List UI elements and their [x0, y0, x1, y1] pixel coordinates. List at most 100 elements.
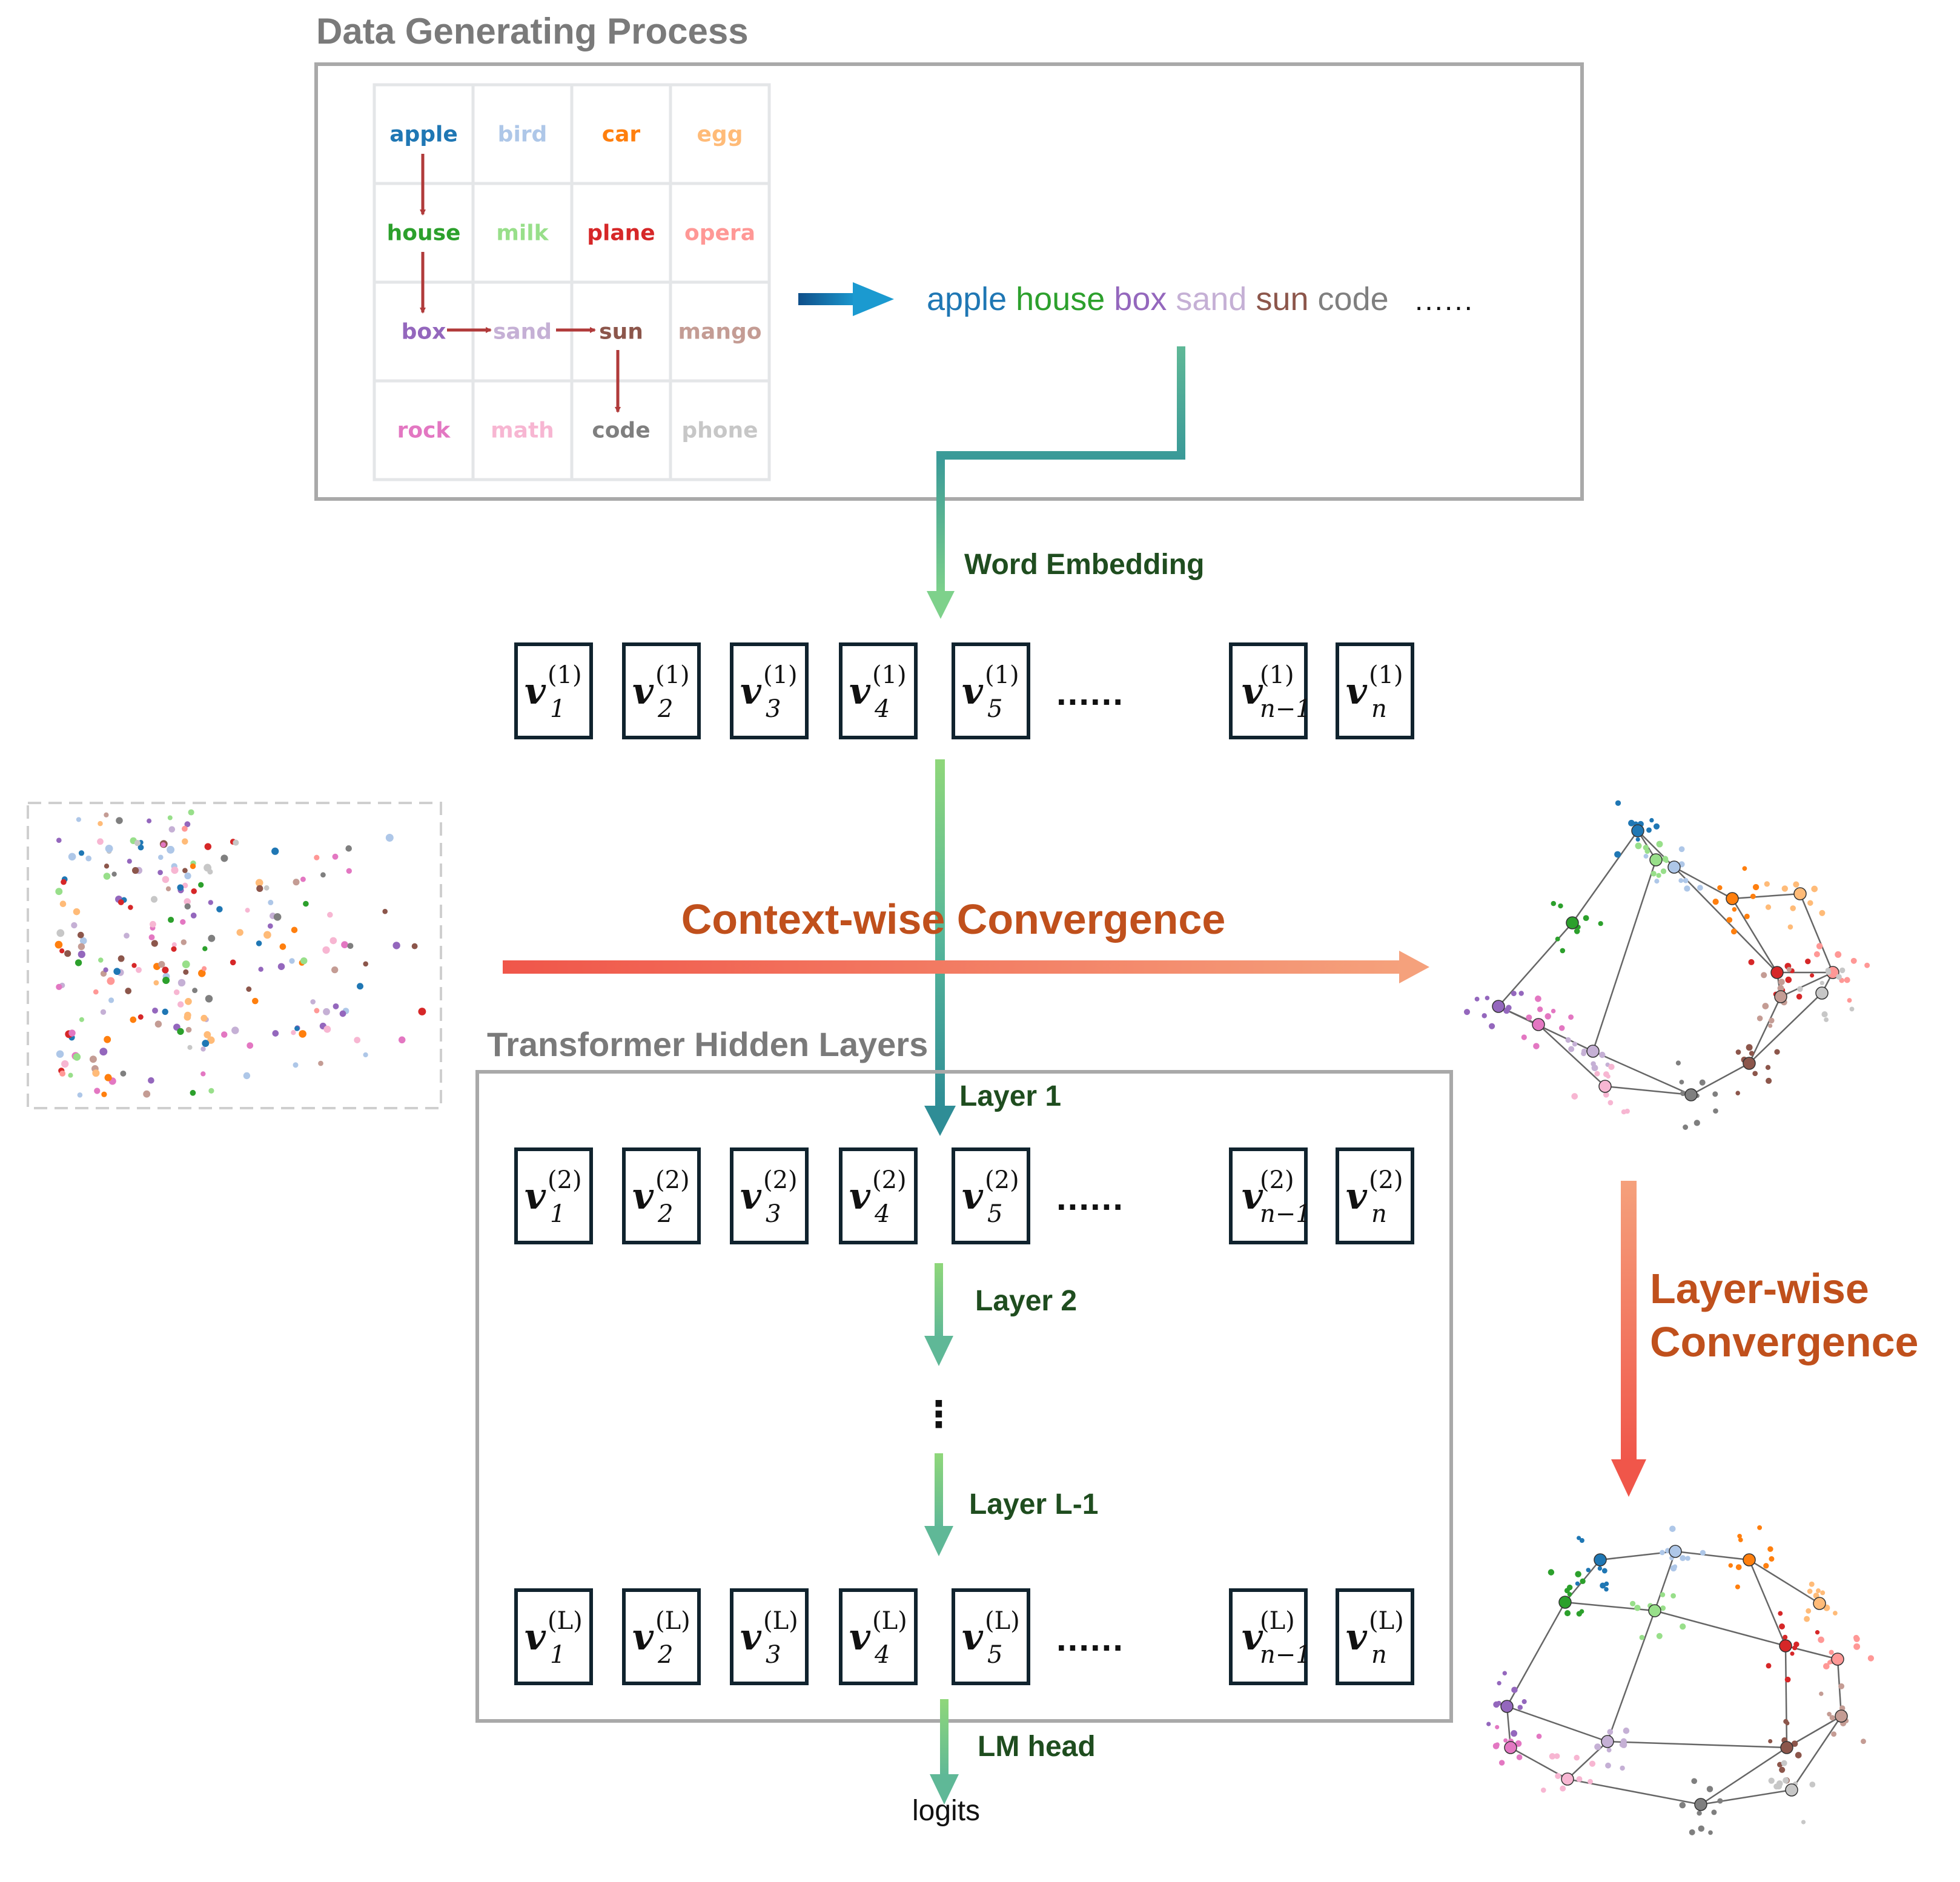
scatter-point [182, 838, 188, 845]
scatter-point [299, 1030, 306, 1038]
cluster-point [1801, 1820, 1806, 1824]
scatter-point [59, 948, 65, 954]
scatter-point [220, 854, 228, 862]
cluster-point [1634, 1605, 1641, 1611]
generate-arrow [798, 282, 894, 316]
cluster-centroid [1835, 1709, 1848, 1723]
label-word-embedding: Word Embedding [964, 549, 1204, 581]
scatter-point [165, 886, 171, 891]
scatter-point [345, 845, 352, 852]
cluster-point [1664, 858, 1669, 863]
graph-edge [1498, 1005, 1594, 1052]
cluster-point [1474, 996, 1480, 1002]
graph-edge [1567, 1741, 1608, 1780]
scatter-point [346, 868, 353, 874]
cluster-point [1689, 1829, 1695, 1835]
cluster-point [1635, 837, 1640, 842]
cluster-point [1776, 1780, 1783, 1787]
cluster-point [1768, 1023, 1773, 1028]
graph-edge [1606, 1610, 1656, 1742]
sequence-word-sun: sun [1247, 281, 1308, 317]
cluster-point [1572, 1042, 1578, 1047]
cluster-point [1778, 1611, 1783, 1616]
vector-symbol: v [962, 670, 984, 713]
vector-superscript: (2) [1369, 1166, 1403, 1194]
cluster-centroid [1831, 1653, 1844, 1666]
cluster-point [1551, 1008, 1556, 1014]
cluster-point [1644, 848, 1650, 854]
grid-transition-arrows [420, 154, 621, 413]
cluster-point [1820, 1590, 1826, 1596]
scatter-point [136, 966, 142, 973]
scatter-point [79, 937, 87, 945]
scatter-point [168, 826, 176, 833]
cluster-point [1738, 1537, 1743, 1542]
cluster-point [1653, 823, 1660, 830]
cluster-point [1580, 1578, 1586, 1584]
scatter-point [204, 843, 212, 850]
cluster-point [1620, 1742, 1627, 1748]
vector-box-1-1: v(1)1 [514, 642, 593, 739]
vector-box-2-6: v(2)n−1 [1229, 1147, 1311, 1244]
cluster-centroid [1813, 1597, 1826, 1610]
graph-edge [1799, 893, 1834, 973]
cluster-point [1785, 976, 1792, 983]
cluster-centroid [1601, 1735, 1614, 1748]
graph-edge [1780, 971, 1833, 998]
scatter-point [77, 1092, 83, 1098]
cluster-point [1535, 995, 1541, 1002]
scatter-point [200, 1014, 208, 1022]
vector-box-2-1: v(2)1 [514, 1147, 593, 1244]
cluster-point [1575, 1571, 1581, 1577]
cluster-point [1568, 1014, 1574, 1020]
cluster-point [1818, 1636, 1824, 1643]
dgp-title: Data Generating Process [316, 11, 749, 51]
vector-symbol: v [849, 670, 871, 713]
scatter-point [190, 863, 196, 870]
cluster-point [1761, 972, 1767, 979]
cluster-point [1712, 898, 1719, 905]
scatter-point [131, 867, 139, 874]
scatter-point [92, 1069, 100, 1077]
cluster-point [1615, 800, 1621, 806]
cluster-point [1567, 1584, 1573, 1591]
scatter-point [263, 885, 270, 891]
vector-box-1-5: v(1)5 [952, 642, 1030, 739]
cluster-point [1679, 1801, 1686, 1809]
cluster-point [1766, 1077, 1772, 1084]
vector-symbol: v [525, 1616, 546, 1659]
scatter-point [56, 983, 62, 991]
scatter-point [171, 867, 179, 874]
vector-superscript: (2) [985, 1166, 1019, 1194]
cluster-point [1742, 866, 1747, 871]
cluster-point [1735, 1049, 1741, 1055]
scatter-point [125, 988, 132, 994]
scatter-point [323, 1025, 331, 1033]
cluster-point [1864, 962, 1870, 968]
vector-superscript: (1) [1369, 661, 1403, 689]
vector-subscript: 1 [550, 1641, 565, 1669]
graph-edge [1748, 1559, 1787, 1646]
cluster-centroid [1743, 1057, 1756, 1070]
layerwise-convergence-label-line1: Layer-wise [1650, 1265, 1869, 1312]
vector-symbol: v [525, 670, 546, 713]
cluster-point [1844, 977, 1850, 983]
scatter-point [103, 967, 108, 972]
cluster-point [1807, 1588, 1813, 1594]
cluster-point [1735, 1091, 1740, 1095]
vertical-ellipsis: ⋮ [921, 1393, 957, 1436]
vector-superscript: (1) [1260, 661, 1294, 689]
scatter-point [105, 844, 113, 853]
scatter-point [171, 946, 177, 952]
scatter-point [277, 963, 285, 970]
vector-superscript: (1) [985, 661, 1019, 689]
scatter-point [127, 859, 132, 864]
vector-subscript: 1 [550, 1200, 565, 1228]
cluster-point [1829, 1715, 1835, 1721]
cluster-point [1765, 1065, 1771, 1070]
cluster-point [1804, 1616, 1810, 1622]
vector-box-2-3: v(2)3 [730, 1147, 809, 1244]
cluster-point [1581, 1051, 1586, 1057]
vector-box-3-4: v(L)4 [839, 1588, 918, 1685]
cluster-point [1683, 1124, 1689, 1130]
